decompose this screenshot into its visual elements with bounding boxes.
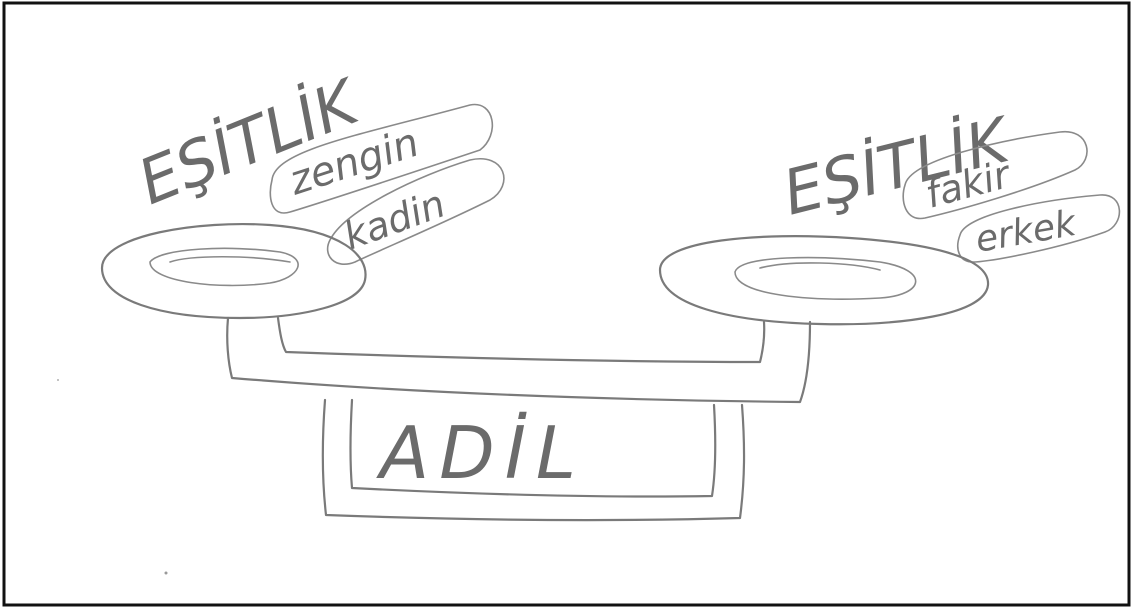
scale-base: ADİL	[323, 400, 744, 520]
scale-beam	[227, 318, 810, 402]
svg-text:erkek: erkek	[972, 203, 1081, 261]
pencil-speck	[57, 379, 59, 381]
svg-text:kadin: kadin	[338, 182, 451, 259]
base-label: ADİL	[376, 411, 586, 495]
right-tag-erkek: erkek	[958, 195, 1120, 262]
page-frame	[4, 3, 1129, 605]
right-pan	[660, 236, 988, 324]
left-pan	[102, 224, 366, 318]
pencil-speck	[165, 572, 168, 575]
